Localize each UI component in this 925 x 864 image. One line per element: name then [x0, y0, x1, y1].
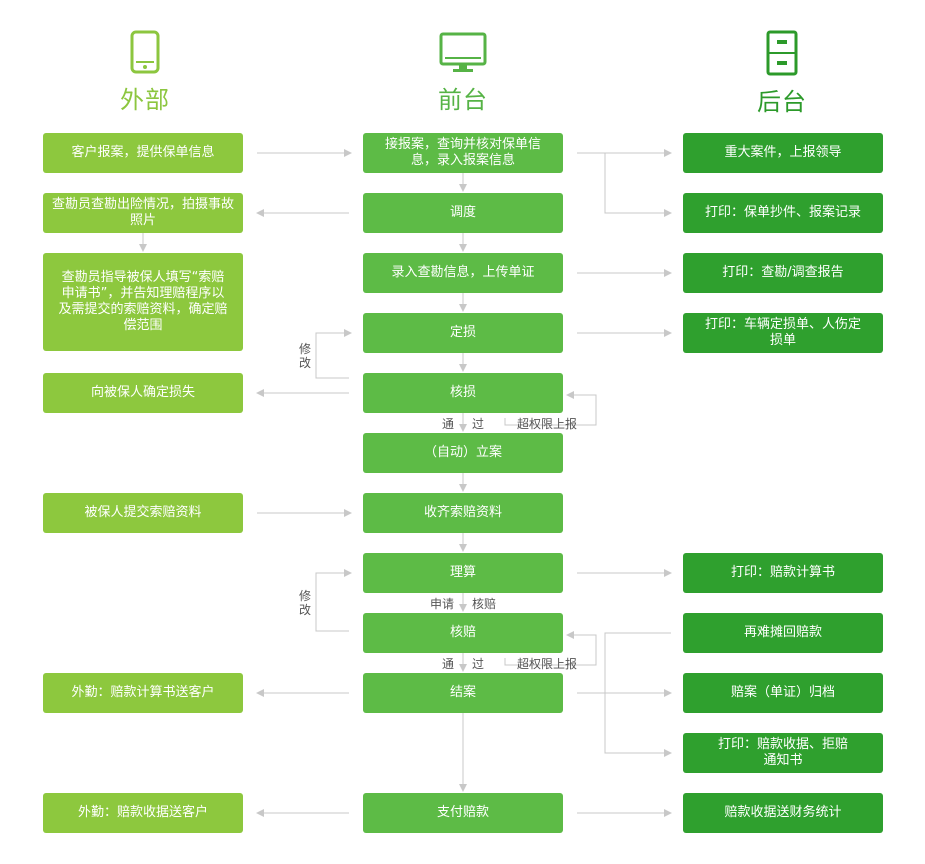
- box-finance: 赔款收据送财务统计: [683, 793, 883, 833]
- box-print-survey: 打印：查勘/调查报告: [683, 253, 883, 293]
- column-external-title: 外部: [120, 86, 170, 114]
- box-print-calc: 打印：赔款计算书: [683, 553, 883, 593]
- column-back-header: 后台: [722, 30, 842, 117]
- box-submit-docs: 被保人提交索赔资料: [43, 493, 243, 533]
- box-major-case: 重大案件，上报领导: [683, 133, 883, 173]
- label-exceed-1: 超权限上报: [517, 417, 578, 431]
- box-surveyor-guide: 查勘员指导被保人填写“索赔申请书”，并告知理赔程序以及需提交的索赔资料，确定赔偿…: [43, 253, 243, 351]
- column-external-header: 外部: [85, 30, 205, 115]
- box-accept-report: 接报案，查询并核对保单信息，录入报案信息: [363, 133, 563, 173]
- label-modify-2: 修 改: [298, 589, 311, 617]
- column-back-title: 后台: [757, 88, 807, 116]
- box-close-case: 结案: [363, 673, 563, 713]
- label-modify-1: 修 改: [298, 342, 311, 370]
- label-pass-1b: 过: [472, 417, 485, 431]
- box-verify-claim: 核赔: [363, 613, 563, 653]
- column-front-title: 前台: [438, 86, 488, 114]
- column-front-header: 前台: [403, 32, 523, 115]
- label-pass-1a: 通: [442, 417, 455, 431]
- box-recover: 再难摊回赔款: [683, 613, 883, 653]
- box-print-assess: 打印：车辆定损单、人伤定损单: [683, 313, 883, 353]
- box-assess: 定损: [363, 313, 563, 353]
- box-pay: 支付赔款: [363, 793, 563, 833]
- label-verify: 核赔: [472, 597, 497, 611]
- box-file-case: （自动）立案: [363, 433, 563, 473]
- monitor-icon: [439, 32, 487, 72]
- box-collect-docs: 收齐索赔资料: [363, 493, 563, 533]
- box-send-receipt: 外勤：赔款收据送客户: [43, 793, 243, 833]
- box-dispatch: 调度: [363, 193, 563, 233]
- box-archive: 赔案（单证）归档: [683, 673, 883, 713]
- box-customer-report: 客户报案，提供保单信息: [43, 133, 243, 173]
- box-confirm-loss: 向被保人确定损失: [43, 373, 243, 413]
- box-print-receipt: 打印：赔款收据、拒赔通知书: [683, 733, 883, 773]
- label-pass-2b: 过: [472, 657, 485, 671]
- box-print-policy: 打印：保单抄件、报案记录: [683, 193, 883, 233]
- box-adjust: 理算: [363, 553, 563, 593]
- label-pass-2a: 通: [442, 657, 455, 671]
- box-enter-survey: 录入查勘信息，上传单证: [363, 253, 563, 293]
- label-exceed-2: 超权限上报: [517, 657, 578, 671]
- box-survey-photos: 查勘员查勘出险情况，拍摄事故照片: [43, 193, 243, 233]
- label-apply: 申请: [430, 597, 455, 611]
- box-send-calc: 外勤：赔款计算书送客户: [43, 673, 243, 713]
- phone-icon: [130, 30, 160, 74]
- box-verify-loss: 核损: [363, 373, 563, 413]
- file-cabinet-icon: [766, 30, 798, 76]
